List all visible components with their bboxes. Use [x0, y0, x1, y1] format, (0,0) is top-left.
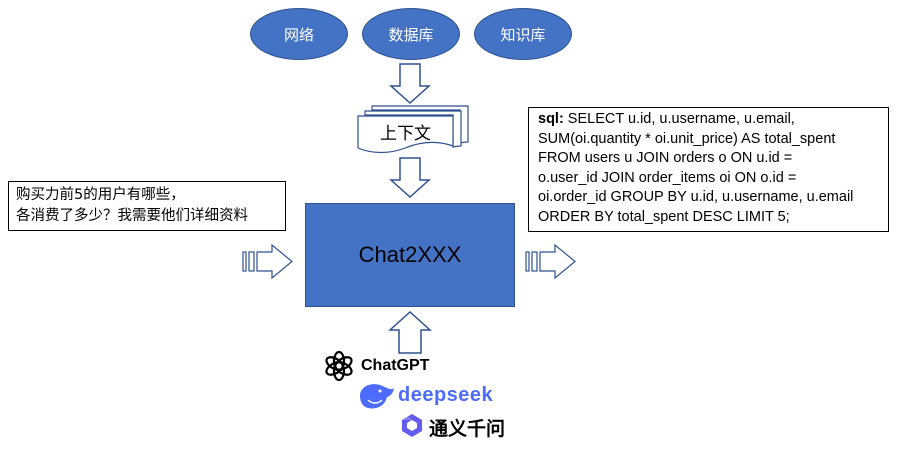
source-network-label: 网络 — [283, 25, 314, 44]
chat2xxx-label: Chat2XXX — [358, 242, 462, 267]
source-database: 数据库 — [362, 8, 460, 60]
sql-line-5: oi.order_id GROUP BY u.id, u.username, u… — [538, 189, 854, 205]
sql-output-box: sql: SELECT u.id, u.username, u.email, S… — [528, 107, 889, 232]
sql-line-1: sql: SELECT u.id, u.username, u.email, — [538, 110, 879, 130]
chat2xxx-box: Chat2XXX — [305, 203, 515, 307]
source-knowledge-base-label: 知识库 — [500, 25, 546, 44]
arrow-right-input — [242, 243, 293, 280]
sql-line-6: ORDER BY total_spent DESC LIMIT 5; — [538, 208, 790, 225]
source-network: 网络 — [250, 8, 348, 60]
sql-line-3: FROM users u JOIN orders o ON u.id = — [538, 150, 793, 166]
sql-line-4: o.user_id JOIN order_items oi ON o.id = — [538, 169, 797, 186]
question-line-2: 各消费了多少？我需要他们详细资料 — [16, 208, 248, 224]
question-line-1: 购买力前5的用户有哪些， — [16, 187, 185, 203]
arrow-down-to-main — [389, 157, 431, 199]
model-tongyi-label: 通义千问 — [429, 418, 506, 440]
question-box: 购买力前5的用户有哪些， 各消费了多少？我需要他们详细资料 — [8, 181, 286, 231]
context-label: 上下文 — [380, 123, 431, 144]
tongyi-logo-icon — [402, 414, 422, 437]
context-doc-front — [357, 115, 454, 154]
model-chatgpt-label: ChatGPT — [361, 357, 430, 374]
deepseek-whale-icon — [360, 384, 394, 409]
sql-line-2: SUM(oi.quantity * oi.unit_price) AS tota… — [538, 130, 836, 147]
arrow-right-output — [525, 243, 576, 280]
source-database-label: 数据库 — [388, 25, 434, 44]
openai-logo-icon — [325, 350, 353, 382]
arrow-up-from-models — [388, 310, 432, 354]
sql-prefix: sql: — [538, 111, 564, 127]
arrow-down-to-context — [389, 63, 431, 105]
sql-line-1-text: SELECT u.id, u.username, u.email, — [563, 111, 795, 127]
model-deepseek-label: deepseek — [398, 384, 494, 406]
source-knowledge-base: 知识库 — [474, 8, 572, 60]
